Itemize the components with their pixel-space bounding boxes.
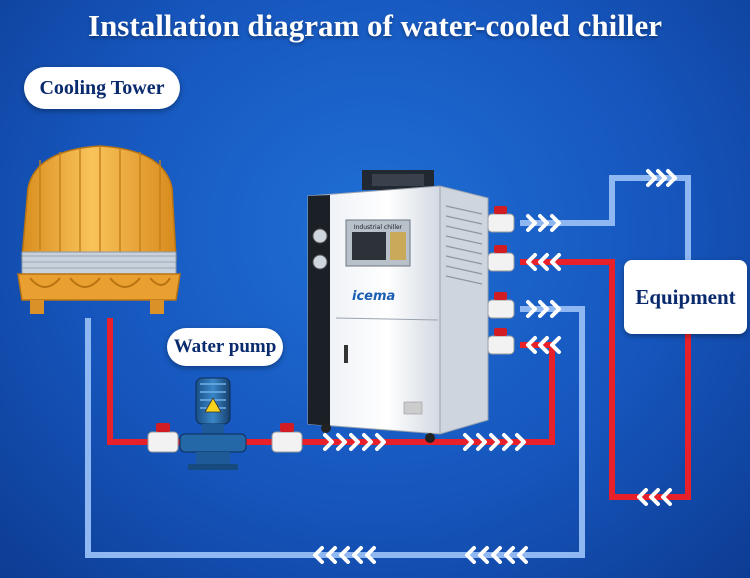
chiller-unit: Industrial chiller icema xyxy=(307,170,489,443)
valve-pump-inlet xyxy=(147,423,179,453)
cooling-tower xyxy=(17,145,181,314)
arrow-group-hot-main xyxy=(323,433,526,451)
flow-arrows xyxy=(313,169,677,564)
arrow-group-row4 xyxy=(526,336,561,354)
arrow-group-cold-bottom xyxy=(313,546,528,564)
water-pump-label: Water pump xyxy=(167,328,283,366)
arrow-group-equipment-return xyxy=(637,488,672,506)
cold-pipe-equipment-supply xyxy=(520,175,691,262)
water-pump xyxy=(179,377,247,470)
valve-chiller-1 xyxy=(487,206,515,233)
arrow-group-row1 xyxy=(526,214,561,232)
valve-pump-outlet xyxy=(271,423,303,453)
equipment-label: Equipment xyxy=(624,260,747,334)
valve-chiller-3 xyxy=(487,292,515,319)
valve-chiller-4 xyxy=(487,328,515,355)
chiller-logo: icema xyxy=(352,289,395,304)
chiller-panel-text: Industrial chiller xyxy=(354,224,403,231)
cooling-tower-label: Cooling Tower xyxy=(24,67,180,109)
hot-pipe-equipment-return xyxy=(520,259,691,500)
arrow-group-row3 xyxy=(526,300,561,318)
cold-pipe-tower-return xyxy=(85,306,585,558)
arrow-group-row2 xyxy=(526,253,561,271)
cold-pipe-loop xyxy=(85,175,691,558)
diagram-title: Installation diagram of water-cooled chi… xyxy=(88,8,662,43)
valve-chiller-2 xyxy=(487,245,515,272)
arrow-group-top xyxy=(646,169,677,187)
